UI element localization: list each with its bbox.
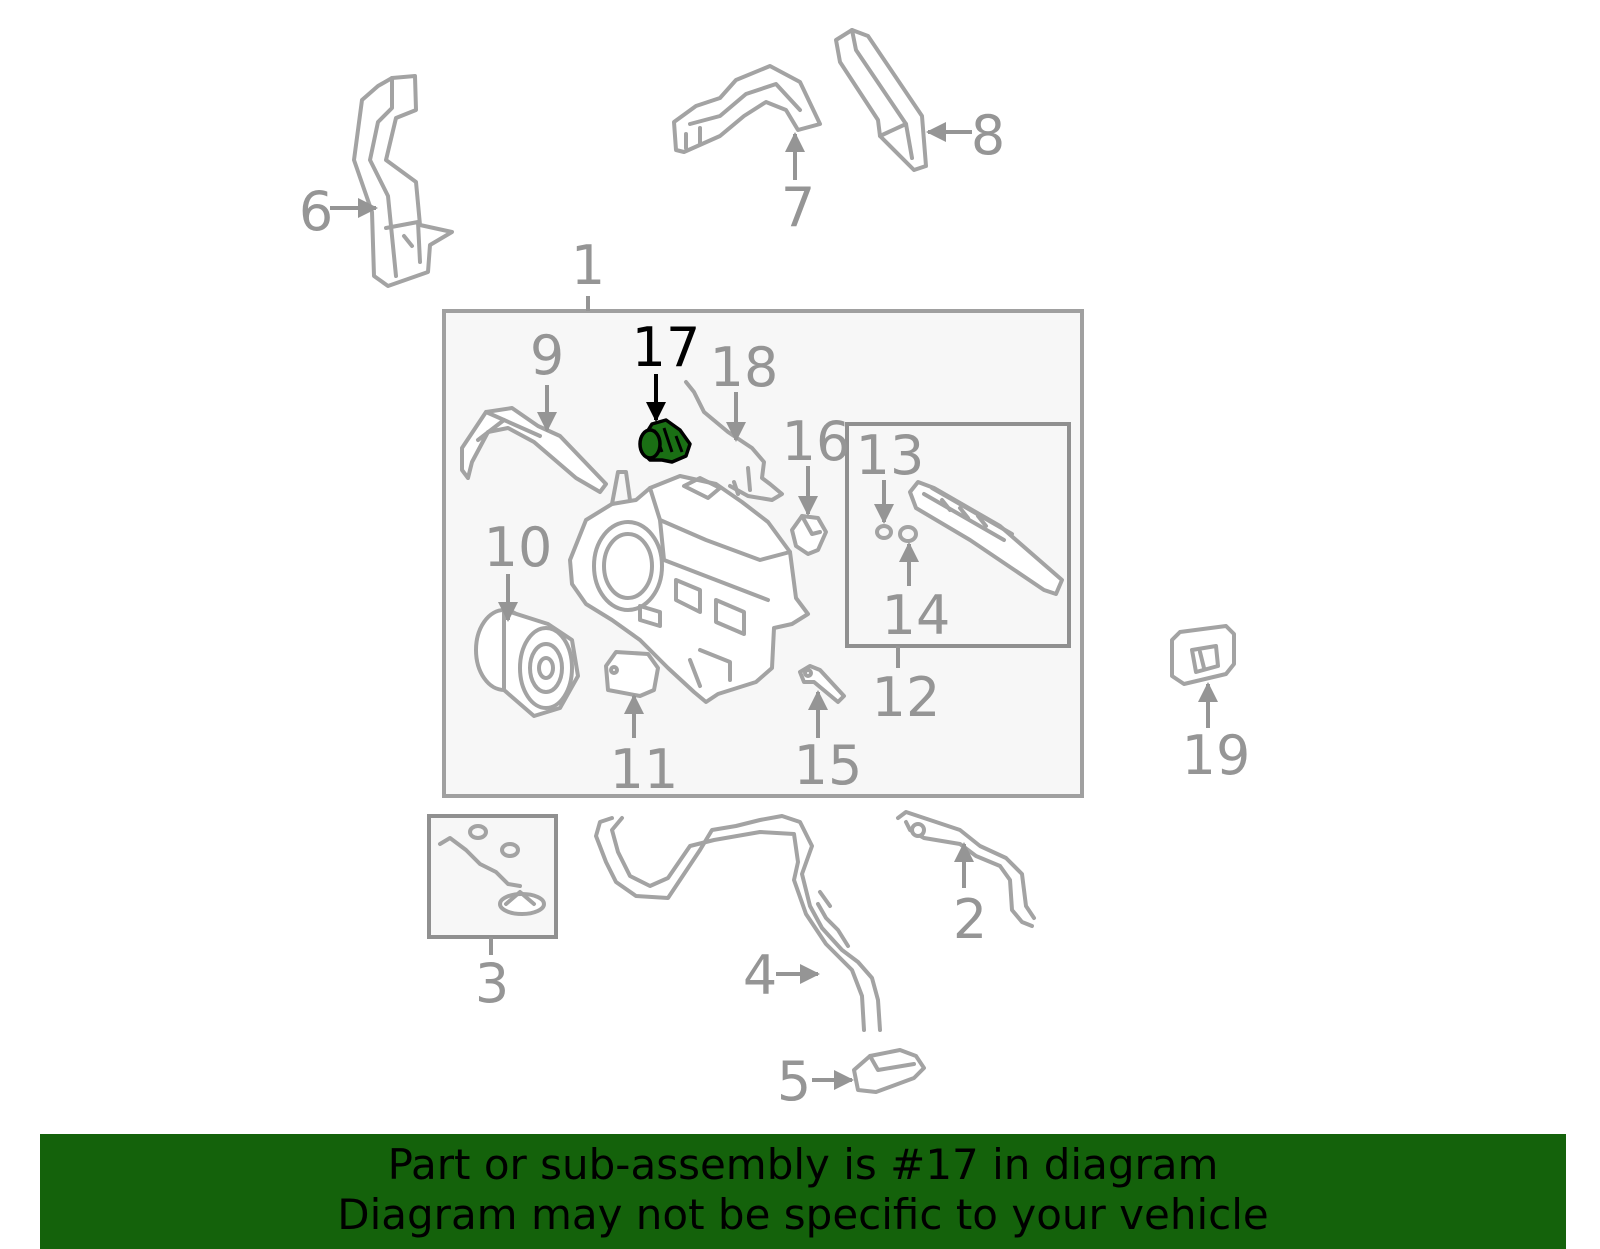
callout-12: 12 <box>872 666 941 729</box>
part-7-duct <box>672 64 822 154</box>
info-banner: Part or sub-assembly is #17 in diagram D… <box>40 1134 1566 1249</box>
callout-4: 4 <box>743 944 777 1007</box>
callout-16: 16 <box>782 410 851 473</box>
callout-15: 15 <box>794 734 863 797</box>
part-11-resistor <box>604 650 660 698</box>
part-18-wire-harness <box>684 380 784 502</box>
callout-19: 19 <box>1182 724 1251 787</box>
part-9-duct <box>460 406 608 494</box>
callout-5: 5 <box>777 1050 811 1113</box>
part-16-actuator <box>790 514 828 556</box>
callout-10: 10 <box>484 516 553 579</box>
part-15-clip <box>798 664 846 704</box>
part-6-duct <box>352 74 454 288</box>
banner-line-part-number: Part or sub-assembly is #17 in diagram <box>387 1140 1219 1189</box>
callout-8: 8 <box>971 104 1005 167</box>
callout-2: 2 <box>953 888 987 951</box>
part-14-o-ring <box>898 525 918 543</box>
part-4-refrigerant-lines <box>594 814 882 1032</box>
callout-11: 11 <box>610 738 679 801</box>
part-5-block <box>852 1048 926 1094</box>
callout-7: 7 <box>781 176 815 239</box>
callout-9: 9 <box>530 324 564 387</box>
banner-line-disclaimer: Diagram may not be specific to your vehi… <box>337 1190 1269 1239</box>
part-17-highlighted <box>638 418 692 464</box>
part-8-duct <box>834 28 928 172</box>
callout-6: 6 <box>299 180 333 243</box>
callout-1: 1 <box>571 234 605 297</box>
sub-assembly-box-3 <box>427 814 558 939</box>
callout-13: 13 <box>856 424 925 487</box>
part-19-switch <box>1170 624 1236 686</box>
part-13-o-ring <box>875 524 893 540</box>
hvac-case <box>568 470 810 704</box>
part-2-line <box>896 810 1036 928</box>
callout-14: 14 <box>882 584 951 647</box>
part-12-heater-core <box>908 480 1064 596</box>
callout-18: 18 <box>710 336 779 399</box>
part-3-seal-kit <box>438 824 546 916</box>
part-10-blower-motor <box>474 608 580 718</box>
callout-17: 17 <box>632 316 701 379</box>
callout-3: 3 <box>475 952 509 1015</box>
